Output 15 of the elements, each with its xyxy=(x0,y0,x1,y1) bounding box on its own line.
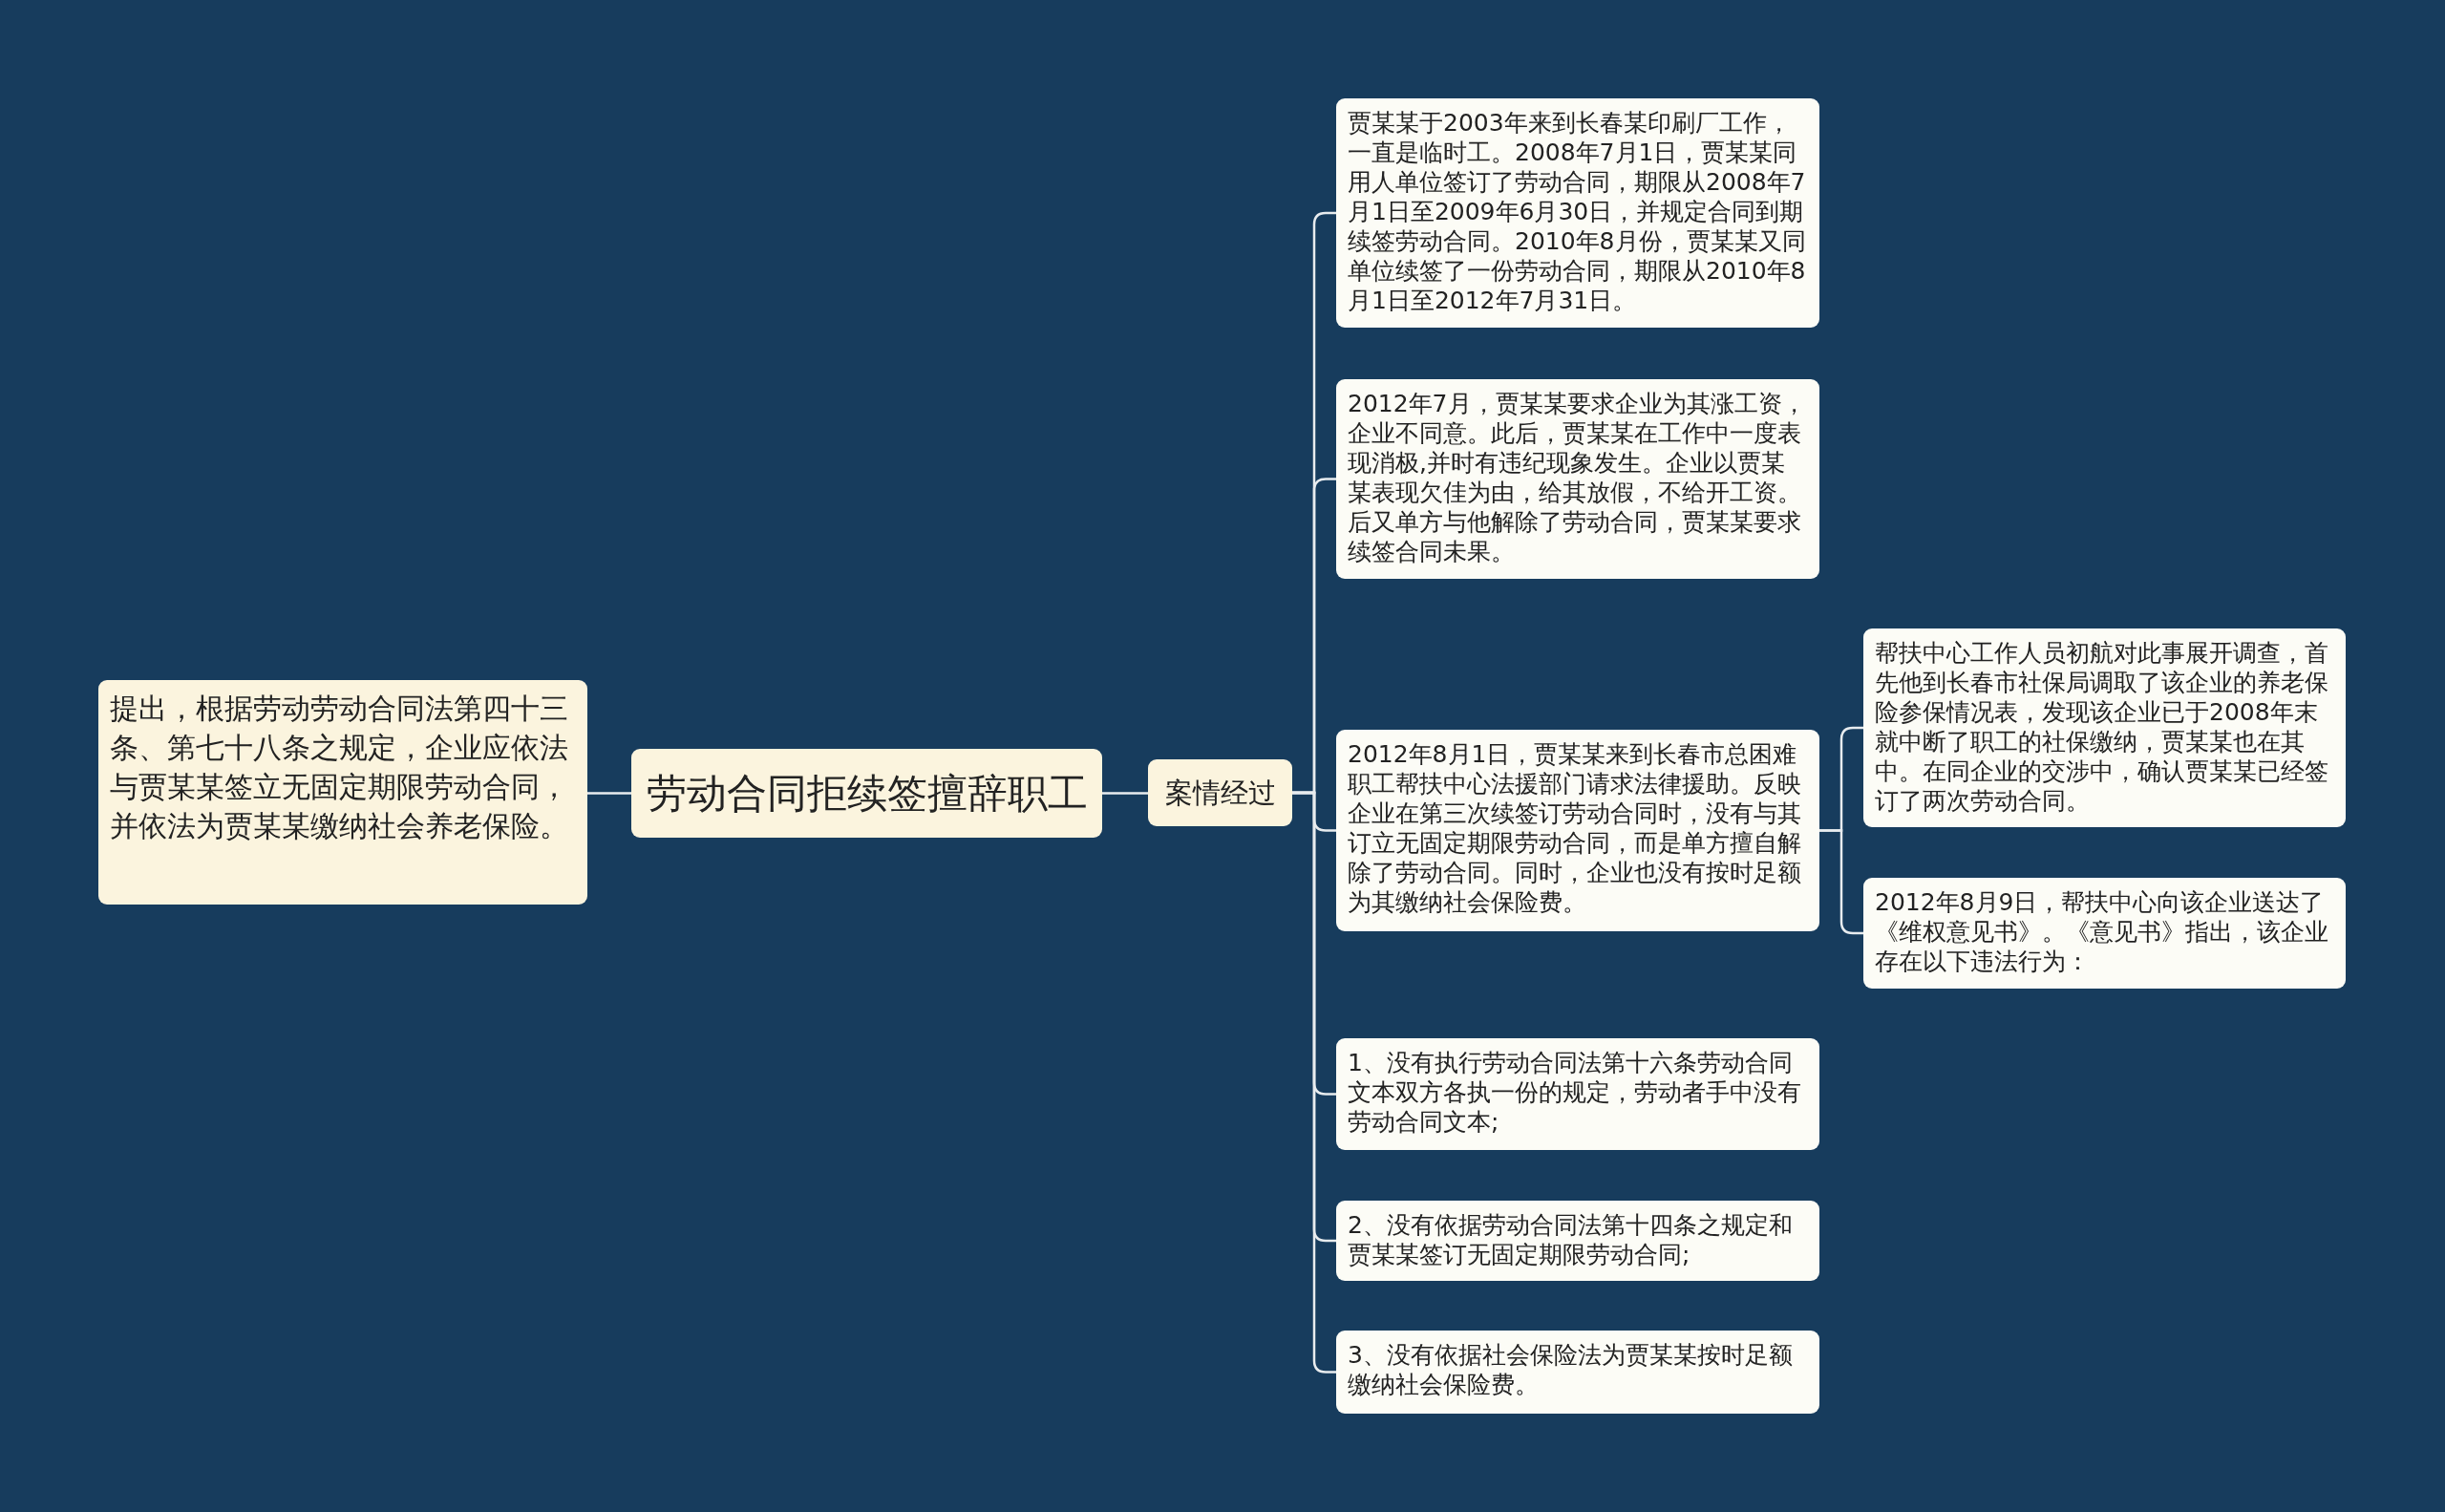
connector-line xyxy=(587,792,631,795)
connector-line xyxy=(1819,829,1863,935)
branch-topic-box: 案情经过 xyxy=(1148,759,1292,826)
text-box: 2012年8月1日，贾某某来到长春市总困难职工帮扶中心法援部门请求法律援助。反映企业在第三次续签订劳动合同时，没有与其订立无固定期限劳动合同，而是单方擅自解除了劳动合同。同时，企业也没有按时足额为其缴纳社会保险费。 xyxy=(1336,730,1819,931)
text-box: 2012年8月9日，帮扶中心向该企业送达了《维权意见书》。《意见书》指出，该企业存在以下违法行为： xyxy=(1863,878,2346,989)
central-topic-box: 劳动合同拒续签擅辞职工 xyxy=(631,749,1102,838)
text-box: 1、没有执行劳动合同法第十六条劳动合同文本双方各执一份的规定，劳动者手中没有劳动合同文本; xyxy=(1336,1038,1819,1150)
conclusion-box: 提出，根据劳动劳动合同法第四十三条、第七十八条之规定，企业应依法与贾某某签立无固定期限劳动合同，并依法为贾某某缴纳社会养老保险。 xyxy=(98,680,587,905)
text-box: 帮扶中心工作人员初航对此事展开调查，首先他到长春市社保局调取了该企业的养老保险参保情况表，发现该企业已于2008年末就中断了职工的社保缴纳，贾某某也在其中。在同企业的交涉中，确认贾某某已经签订了两次劳动合同。 xyxy=(1863,628,2346,827)
text-box: 贾某某于2003年来到长春某印刷厂工作，一直是临时工。2008年7月1日，贾某某同用人单位签订了劳动合同，期限从2008年7月1日至2009年6月30日，并规定合同到期续签劳动合同。2010年8月份，贾某某又同单位续签了一份劳动合同，期限从2010年8月1日至2012年7月31日。 xyxy=(1336,98,1819,328)
connector-line xyxy=(1292,791,1336,1374)
text-box: 2、没有依据劳动合同法第十四条之规定和贾某某签订无固定期限劳动合同; xyxy=(1336,1201,1819,1281)
text-box: 3、没有依据社会保险法为贾某某按时足额缴纳社会保险费。 xyxy=(1336,1331,1819,1414)
text-box: 2012年7月，贾某某要求企业为其涨工资，企业不同意。此后，贾某某在工作中一度表现消极,并时有违纪现象发生。企业以贾某某表现欠佳为由，给其放假，不给开工资。后又单方与他解除了劳动合同，贾某某要求续签合同未果。 xyxy=(1336,379,1819,579)
connector-line xyxy=(1102,792,1148,795)
